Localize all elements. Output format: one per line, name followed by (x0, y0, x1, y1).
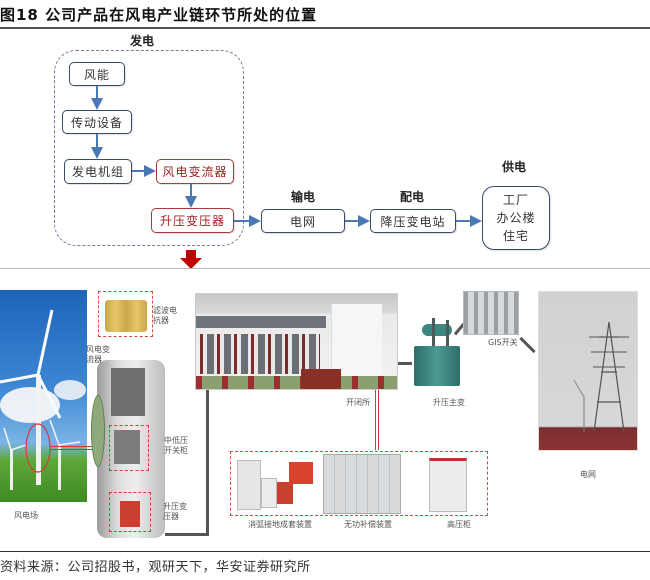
bottom-rule (0, 551, 650, 552)
section-divider (0, 268, 650, 269)
generation-group (54, 50, 244, 246)
tower-cross-section (97, 360, 165, 538)
transformer-highlight (109, 492, 151, 532)
connector-farm-to-tower (50, 446, 94, 447)
top-rule (0, 27, 650, 29)
caption-wind-farm: 风电场 (14, 511, 38, 520)
section-label-supply: 供电 (502, 160, 527, 174)
section-label-generation: 发电 (130, 34, 155, 48)
reactive-compensation-cabinet (323, 454, 401, 514)
caption-mv-switchgear: 中低压开关柜 (164, 436, 188, 455)
equipment-highlight-group (230, 451, 488, 516)
connector-station-down (375, 390, 376, 450)
consumer-office: 办公楼 (496, 211, 536, 225)
flow-arrows (91, 86, 482, 269)
power-grid-photo (538, 291, 638, 451)
connector-station-to-transformer (398, 362, 412, 365)
node-generator-set: 发电机组 (64, 159, 132, 184)
highlight-circle (25, 423, 51, 473)
caption-gis-switch: GIS开关 (488, 338, 518, 347)
node-grid: 电网 (261, 209, 345, 233)
connector-station-down-2 (378, 390, 379, 450)
caption-filter-reactor: 滤波电抗器 (153, 306, 177, 325)
node-wind-converter: 风电变流器 (156, 159, 234, 184)
consumer-residence: 住宅 (502, 229, 529, 243)
arc-suppression-cabinet (237, 460, 261, 510)
gis-switch-photo (463, 291, 519, 335)
caption-reactive-compensation: 无功补偿装置 (344, 520, 392, 529)
caption-hv-cabinet: 高压柜 (447, 520, 471, 529)
wind-turbines-illustration (0, 309, 86, 490)
filter-reactor-highlight (98, 291, 153, 337)
section-label-transmission: 输电 (291, 190, 316, 204)
switching-station-photo (195, 293, 398, 390)
wind-farm-photo (0, 290, 87, 502)
node-step-down-substation: 降压变电站 (370, 209, 456, 233)
connector-farm-to-tower-2 (50, 449, 94, 450)
connector-tower-horizontal (165, 533, 209, 536)
converter-cabinet-image (111, 368, 145, 416)
hv-cabinet-image (429, 458, 467, 512)
caption-main-transformer: 升压主变 (433, 398, 465, 407)
caption-switching-station: 开闭所 (346, 398, 370, 407)
tower-hatch (91, 395, 105, 467)
transmission-tower-illustration (573, 321, 629, 433)
source-note: 资料来源：公司招股书，观研天下，华安证券研究所 (0, 560, 311, 575)
filter-reactor-image (105, 300, 147, 332)
caption-step-up-transformer: 升压变压器 (163, 502, 187, 521)
consumer-factory: 工厂 (502, 193, 529, 207)
figure-title: 图18 公司产品在风电产业链环节所处的位置 (0, 6, 318, 24)
node-consumers: 工厂 办公楼 住宅 (482, 186, 550, 250)
down-arrow-icon (180, 250, 202, 269)
caption-power-grid: 电网 (580, 470, 596, 479)
node-wind-energy: 风能 (69, 62, 125, 86)
connector-tower-vertical (206, 390, 209, 535)
caption-arc-suppression: 消弧接地成套装置 (248, 520, 312, 529)
connector-gis-to-grid (519, 336, 536, 354)
node-step-up-transformer: 升压变压器 (151, 208, 234, 233)
switchgear-highlight (109, 425, 149, 471)
section-label-distribution: 配电 (400, 190, 425, 204)
caption-wind-converter: 风电变流器 (86, 345, 110, 364)
main-transformer-photo (410, 318, 464, 386)
node-drivetrain: 传动设备 (62, 110, 132, 134)
